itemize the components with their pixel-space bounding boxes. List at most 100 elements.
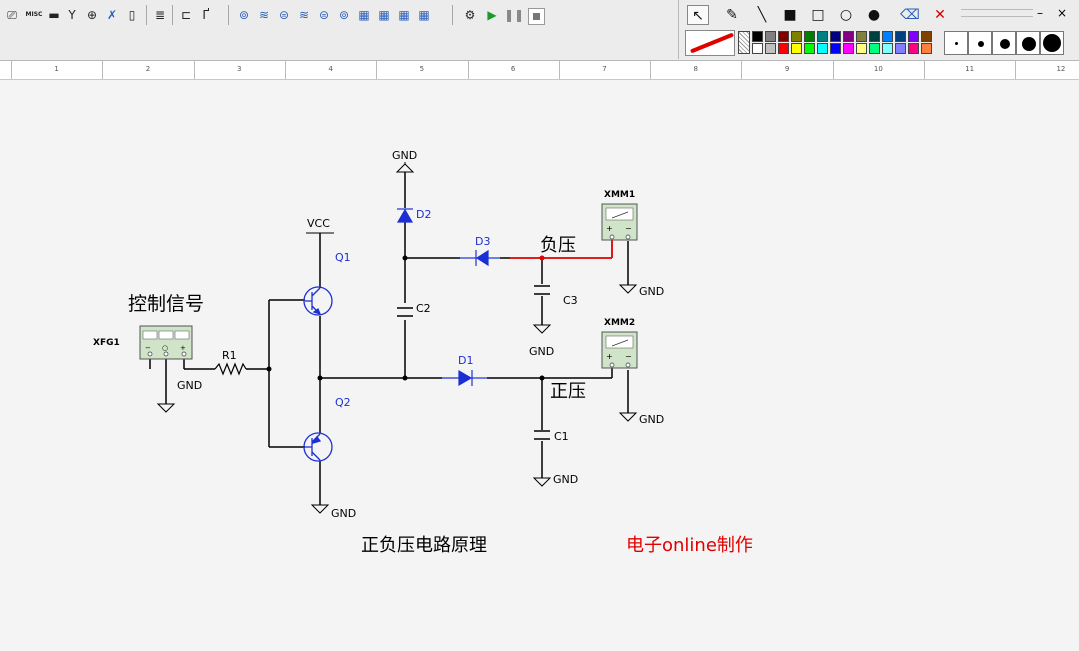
palette-swatch[interactable] xyxy=(869,43,880,54)
analysis-4-icon[interactable]: ≋ xyxy=(298,8,310,22)
capacitor-c3[interactable] xyxy=(534,285,550,295)
palette-swatch[interactable] xyxy=(830,31,841,42)
transparent-swatch[interactable] xyxy=(738,31,750,54)
minimize-icon[interactable]: – xyxy=(1037,6,1043,20)
diode-d3[interactable] xyxy=(460,249,500,267)
line-preview[interactable] xyxy=(685,30,735,56)
run-icon[interactable]: ▶ xyxy=(487,8,497,22)
toolbar-separator xyxy=(146,5,147,25)
palette-swatch[interactable] xyxy=(895,43,906,54)
diode-d1[interactable] xyxy=(442,369,487,387)
palette-swatch[interactable] xyxy=(908,43,919,54)
settings-gear-icon[interactable]: ⚙ xyxy=(464,8,476,22)
panel-grip[interactable] xyxy=(961,9,1033,17)
palette-swatch[interactable] xyxy=(817,31,828,42)
svg-text:+: + xyxy=(606,352,613,361)
line-tool-icon[interactable]: ╲ xyxy=(757,7,767,23)
palette-swatch[interactable] xyxy=(882,31,893,42)
palette-swatch[interactable] xyxy=(908,31,919,42)
label-gnd-top: GND xyxy=(392,149,417,162)
analysis-6-icon[interactable]: ⊚ xyxy=(338,8,350,22)
ruler-tick xyxy=(102,61,104,79)
palette-swatch[interactable] xyxy=(856,43,867,54)
ladder-icon[interactable]: ▯ xyxy=(128,8,136,22)
palette-swatch[interactable] xyxy=(817,43,828,54)
palette-swatch[interactable] xyxy=(895,31,906,42)
schematic-canvas[interactable]: − ○ + + − + − GND D2 VCC Q1 D3 负压 XMM1 G… xyxy=(0,80,1079,651)
analysis-1-icon[interactable]: ⊚ xyxy=(238,8,250,22)
resistor-r1[interactable] xyxy=(214,362,247,376)
capacitor-c2[interactable] xyxy=(397,307,413,317)
palette-swatch[interactable] xyxy=(765,31,776,42)
palette-swatch[interactable] xyxy=(921,43,932,54)
brush-size-2[interactable] xyxy=(968,31,992,55)
analysis-3-icon[interactable]: ⊜ xyxy=(278,8,290,22)
palette-swatch[interactable] xyxy=(869,31,880,42)
pointer-icon[interactable]: ↖ xyxy=(687,5,709,25)
ellipse-icon[interactable]: ○ xyxy=(839,7,853,23)
brush-size-4[interactable] xyxy=(1016,31,1040,55)
signal-step-icon[interactable]: Ґ xyxy=(202,8,210,22)
analysis-5-icon[interactable]: ⊜ xyxy=(318,8,330,22)
multimeter-xmm1[interactable]: + − xyxy=(601,203,638,241)
pen-icon[interactable]: ✎ xyxy=(726,7,738,23)
ruler-number: 10 xyxy=(873,65,883,73)
analysis-10-icon[interactable]: ▦ xyxy=(418,8,430,22)
palette-swatch[interactable] xyxy=(765,43,776,54)
capacitor-c1[interactable] xyxy=(534,430,550,440)
ground-symbol-c3 xyxy=(532,324,552,334)
ruler-tick xyxy=(467,61,469,79)
brush-size-3[interactable] xyxy=(992,31,1016,55)
rect-icon[interactable]: □ xyxy=(811,7,825,23)
eraser-icon[interactable]: ⌫ xyxy=(900,7,920,23)
palette-swatch[interactable] xyxy=(778,31,789,42)
palette-swatch[interactable] xyxy=(843,43,854,54)
label-gnd-c3: GND xyxy=(529,345,554,358)
component-toolbar: ⎚ MISC ▬ Y ⊕ ✗ ▯ ≣ ⊏ Ґ ⊚ ≋ ⊜ ≋ ⊜ ⊚ ▦ ▦ ▦… xyxy=(0,3,560,27)
palette-swatch[interactable] xyxy=(752,31,763,42)
palette-swatch[interactable] xyxy=(804,31,815,42)
ground-symbol-top xyxy=(395,162,415,173)
palette-swatch[interactable] xyxy=(804,43,815,54)
diode-d2[interactable] xyxy=(396,208,414,223)
monitor-icon[interactable]: ▬ xyxy=(48,8,60,22)
analysis-7-icon[interactable]: ▦ xyxy=(358,8,370,22)
palette-swatch[interactable] xyxy=(921,31,932,42)
filled-ellipse-icon[interactable]: ● xyxy=(867,7,881,23)
svg-text:○: ○ xyxy=(162,344,168,352)
filled-rect-icon[interactable]: ■ xyxy=(783,7,797,23)
label-d3: D3 xyxy=(475,235,490,248)
palette-swatch[interactable] xyxy=(882,43,893,54)
hierarchy-icon[interactable]: ⊏ xyxy=(180,8,192,22)
ruler-tick xyxy=(558,61,560,79)
brush-size-1[interactable] xyxy=(944,31,968,55)
bus-icon[interactable]: ≣ xyxy=(154,8,166,22)
palette-swatch[interactable] xyxy=(791,31,802,42)
analysis-8-icon[interactable]: ▦ xyxy=(378,8,390,22)
clear-icon[interactable]: ✕ xyxy=(934,7,946,23)
analysis-2-icon[interactable]: ≋ xyxy=(258,8,270,22)
palette-swatch[interactable] xyxy=(791,43,802,54)
connector-icon[interactable]: ⊕ xyxy=(86,8,98,22)
palette-swatch[interactable] xyxy=(752,43,763,54)
function-generator-xfg1[interactable]: − ○ + xyxy=(139,325,193,360)
transistor-q1[interactable] xyxy=(303,286,333,316)
palette-swatch[interactable] xyxy=(778,43,789,54)
indicator-icon[interactable]: ⎚ xyxy=(7,8,17,22)
ruler-number: 2 xyxy=(145,65,151,73)
brush-size-5[interactable] xyxy=(1040,31,1064,55)
multimeter-xmm2[interactable]: + − xyxy=(601,331,638,369)
antenna-icon[interactable]: Y xyxy=(68,8,76,22)
palette-swatch[interactable] xyxy=(856,31,867,42)
label-xmm2: XMM2 xyxy=(604,318,635,328)
palette-swatch[interactable] xyxy=(843,31,854,42)
stop-button[interactable] xyxy=(528,8,545,25)
transistor-q2[interactable] xyxy=(303,432,333,462)
ruler-tick xyxy=(650,61,652,79)
analysis-9-icon[interactable]: ▦ xyxy=(398,8,410,22)
electromech-icon[interactable]: ✗ xyxy=(106,8,118,22)
misc-button[interactable]: MISC xyxy=(25,11,43,18)
pause-icon[interactable]: ❚❚ xyxy=(504,8,525,22)
palette-swatch[interactable] xyxy=(830,43,841,54)
close-icon[interactable]: × xyxy=(1057,6,1068,20)
